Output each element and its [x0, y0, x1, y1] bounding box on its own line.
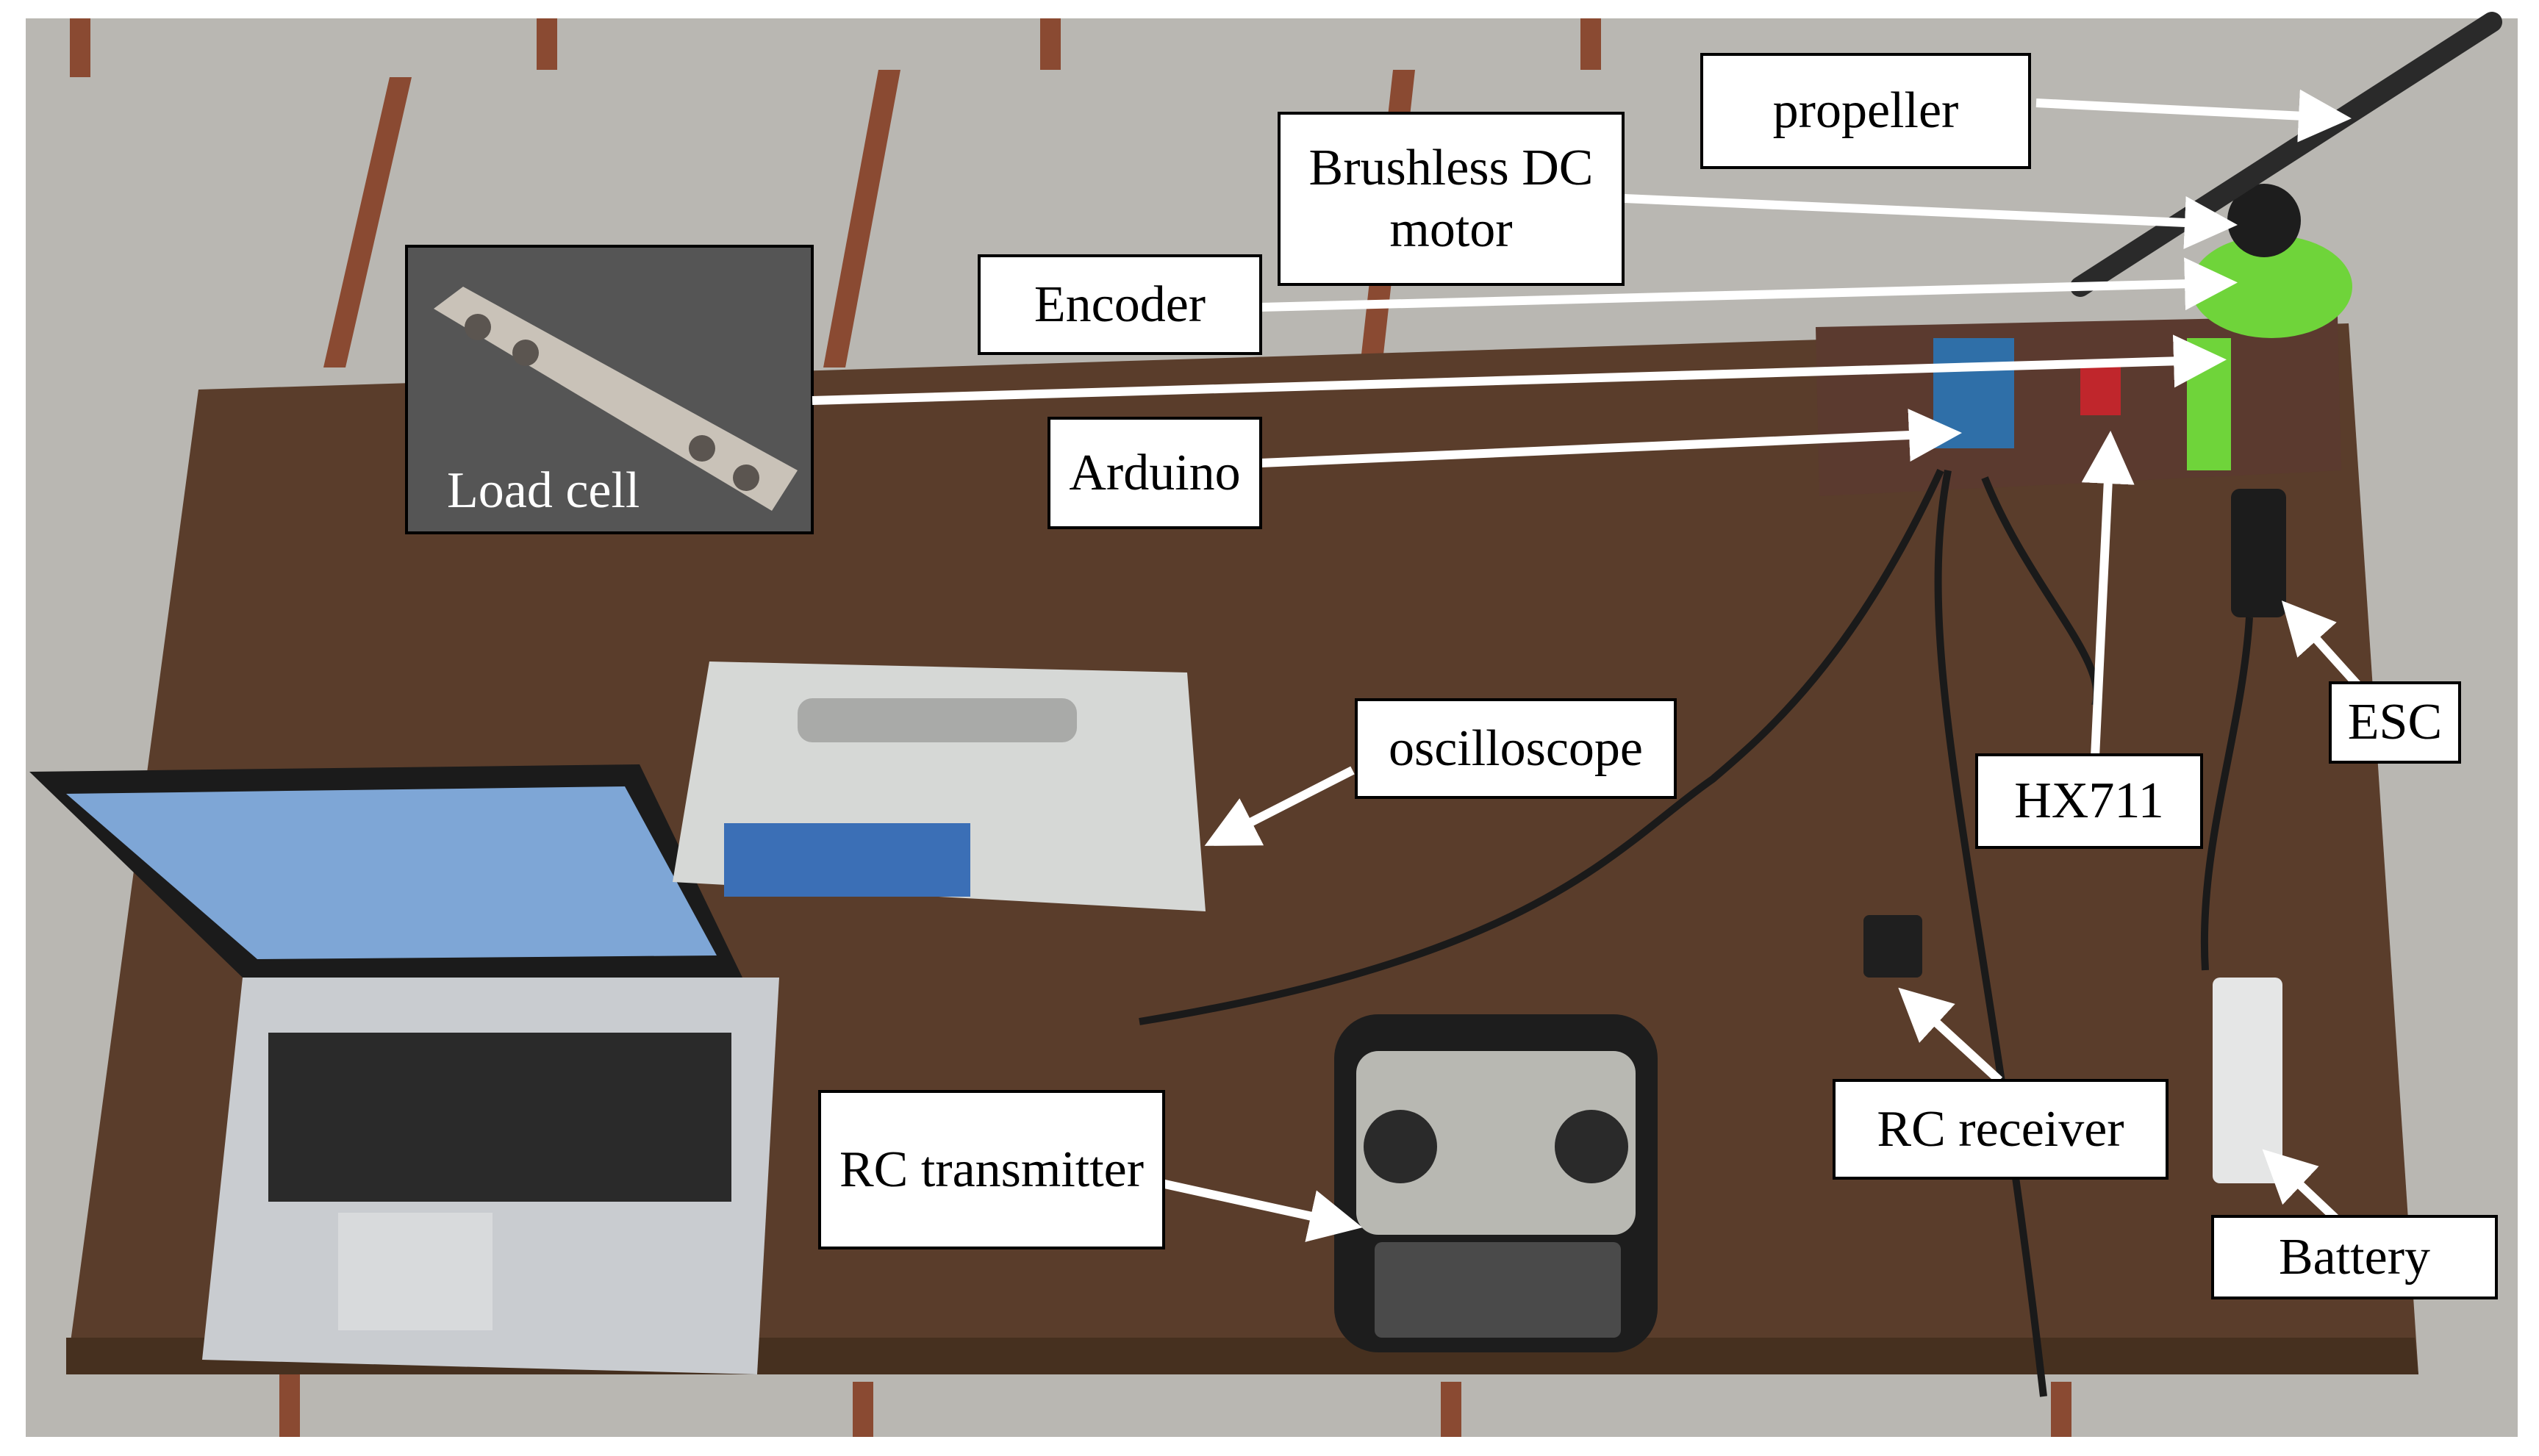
propeller-label: propeller [1700, 53, 2031, 169]
esc-module [2231, 489, 2286, 617]
load-cell-hole-4 [733, 465, 759, 491]
arrow-hx711 [2081, 431, 2135, 758]
oscilloscope-handle [798, 698, 1077, 742]
hx711-board [2080, 364, 2121, 415]
motor [2227, 184, 2301, 257]
rc-receiver-label: RC receiver [1833, 1079, 2169, 1180]
rc-transmitter-face [1356, 1051, 1636, 1235]
propeller-blade [2070, 12, 2502, 297]
arrow-load-cell [812, 334, 2227, 405]
oscilloscope-screen [724, 823, 970, 897]
arrow-encoder [1260, 257, 2238, 312]
brushless-motor-label: Brushless DC motor [1278, 112, 1625, 286]
arrow-esc [2281, 600, 2363, 691]
load-cell-hole-1 [465, 314, 491, 340]
battery-label: Battery [2211, 1215, 2498, 1299]
arrow-propeller [2035, 89, 2352, 143]
rc-transmitter-display [1375, 1242, 1621, 1338]
load-cell-hole-3 [689, 435, 715, 462]
arrow-battery [2262, 1149, 2345, 1227]
right-stick [1555, 1110, 1628, 1183]
arrow-oscilloscope [1204, 766, 1355, 846]
arduino-board [1933, 338, 2014, 448]
arrow-rc-transmitter [1160, 1179, 1363, 1242]
load-cell-label: Load cell [447, 462, 640, 519]
esc-label: ESC [2329, 681, 2461, 764]
encoder-label: Encoder [978, 254, 1262, 355]
arrow-arduino [1260, 409, 1962, 467]
callout-arrows [812, 89, 2363, 1242]
hx711-label: HX711 [1975, 753, 2203, 849]
rc-transmitter-label: RC transmitter [818, 1090, 1165, 1249]
laptop-keyboard [268, 1033, 731, 1202]
left-stick [1364, 1110, 1437, 1183]
load-cell-hole-2 [512, 340, 539, 366]
mounting-board [1816, 316, 2341, 496]
rc-receiver-module [1863, 915, 1922, 978]
arduino-label: Arduino [1048, 417, 1262, 529]
oscilloscope-label: oscilloscope [1355, 698, 1677, 799]
arrow-rc-receiver [1898, 987, 2003, 1084]
laptop-screen [66, 786, 717, 959]
battery-pack [2213, 978, 2282, 1183]
laptop-touchpad [338, 1213, 493, 1330]
cables [1139, 468, 2253, 1397]
arrow-motor [1624, 194, 2238, 249]
